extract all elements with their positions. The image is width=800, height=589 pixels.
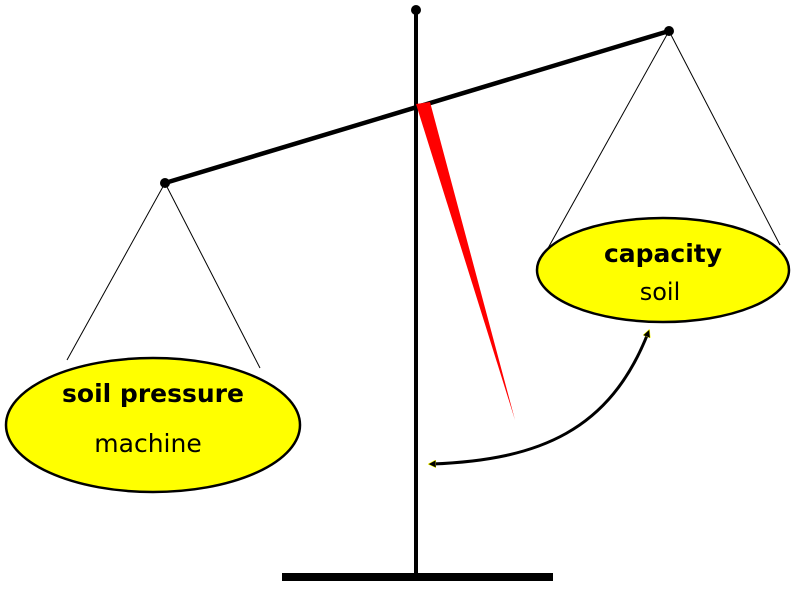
left-string-outer: [66, 182, 166, 361]
left-pan: soil pressure machine: [4, 356, 302, 494]
needle-pointer: [416, 102, 515, 420]
left-string-inner: [164, 182, 261, 369]
right-pan: capacity soil: [535, 216, 791, 324]
double-arrow-curve: [432, 333, 648, 464]
right-string-outer: [668, 30, 781, 246]
beam-right-end: [664, 26, 674, 36]
beam-left-end: [160, 178, 170, 188]
left-pan-subtitle: machine: [94, 429, 201, 458]
right-string-inner: [546, 30, 670, 251]
pole-top-knob: [411, 5, 421, 15]
right-pan-title: capacity: [604, 239, 722, 268]
left-pan-title: soil pressure: [62, 379, 244, 408]
right-pan-subtitle: soil: [640, 278, 681, 306]
